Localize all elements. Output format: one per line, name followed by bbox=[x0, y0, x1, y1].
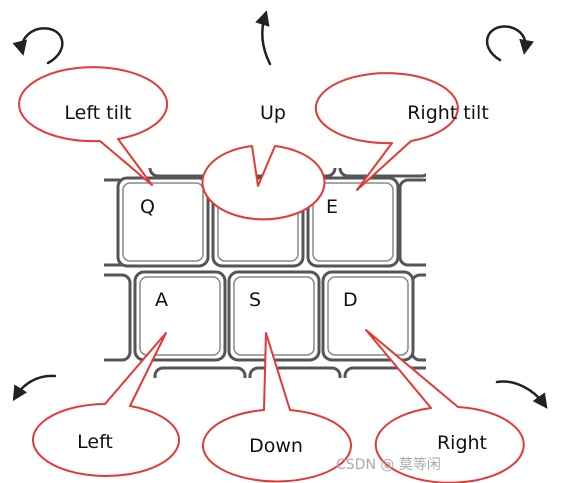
curve-left-down-arrow-icon bbox=[12, 374, 57, 402]
watermark-text: CSDN @ 莫等闲 bbox=[336, 456, 441, 473]
key-s-label: S bbox=[249, 289, 261, 311]
callout-down-bubble bbox=[202, 332, 352, 483]
key-s[interactable]: S bbox=[227, 270, 321, 362]
key-e[interactable]: E bbox=[306, 176, 400, 268]
up-arrow-icon bbox=[255, 10, 272, 66]
callout-up-bubble bbox=[201, 145, 326, 221]
callout-right-tilt-label: Right tilt bbox=[407, 102, 489, 124]
key-a-label: A bbox=[155, 289, 168, 311]
curve-right-down-arrow-icon bbox=[495, 380, 548, 409]
callout-left-tilt-bubble bbox=[18, 66, 169, 186]
key-e-label: E bbox=[326, 196, 338, 218]
rotate-counterclockwise-arrow-icon bbox=[12, 27, 64, 65]
callout-left-tilt-label: Left tilt bbox=[64, 102, 131, 124]
callout-left-bubble bbox=[31, 332, 180, 477]
rotate-clockwise-arrow-icon bbox=[485, 25, 534, 62]
key-q[interactable]: Q bbox=[116, 176, 210, 268]
callout-right-label: Right bbox=[437, 432, 487, 454]
callout-right-bubble bbox=[365, 329, 525, 483]
callout-down-label: Down bbox=[249, 435, 303, 457]
callout-left-label: Left bbox=[77, 431, 113, 453]
key-q-label: Q bbox=[140, 196, 155, 218]
callout-right-tilt-bubble bbox=[314, 72, 459, 191]
key-d-label: D bbox=[343, 289, 358, 311]
key-a[interactable]: A bbox=[133, 270, 227, 362]
callout-up-label: Up bbox=[260, 102, 286, 124]
key-d[interactable]: D bbox=[321, 270, 415, 362]
